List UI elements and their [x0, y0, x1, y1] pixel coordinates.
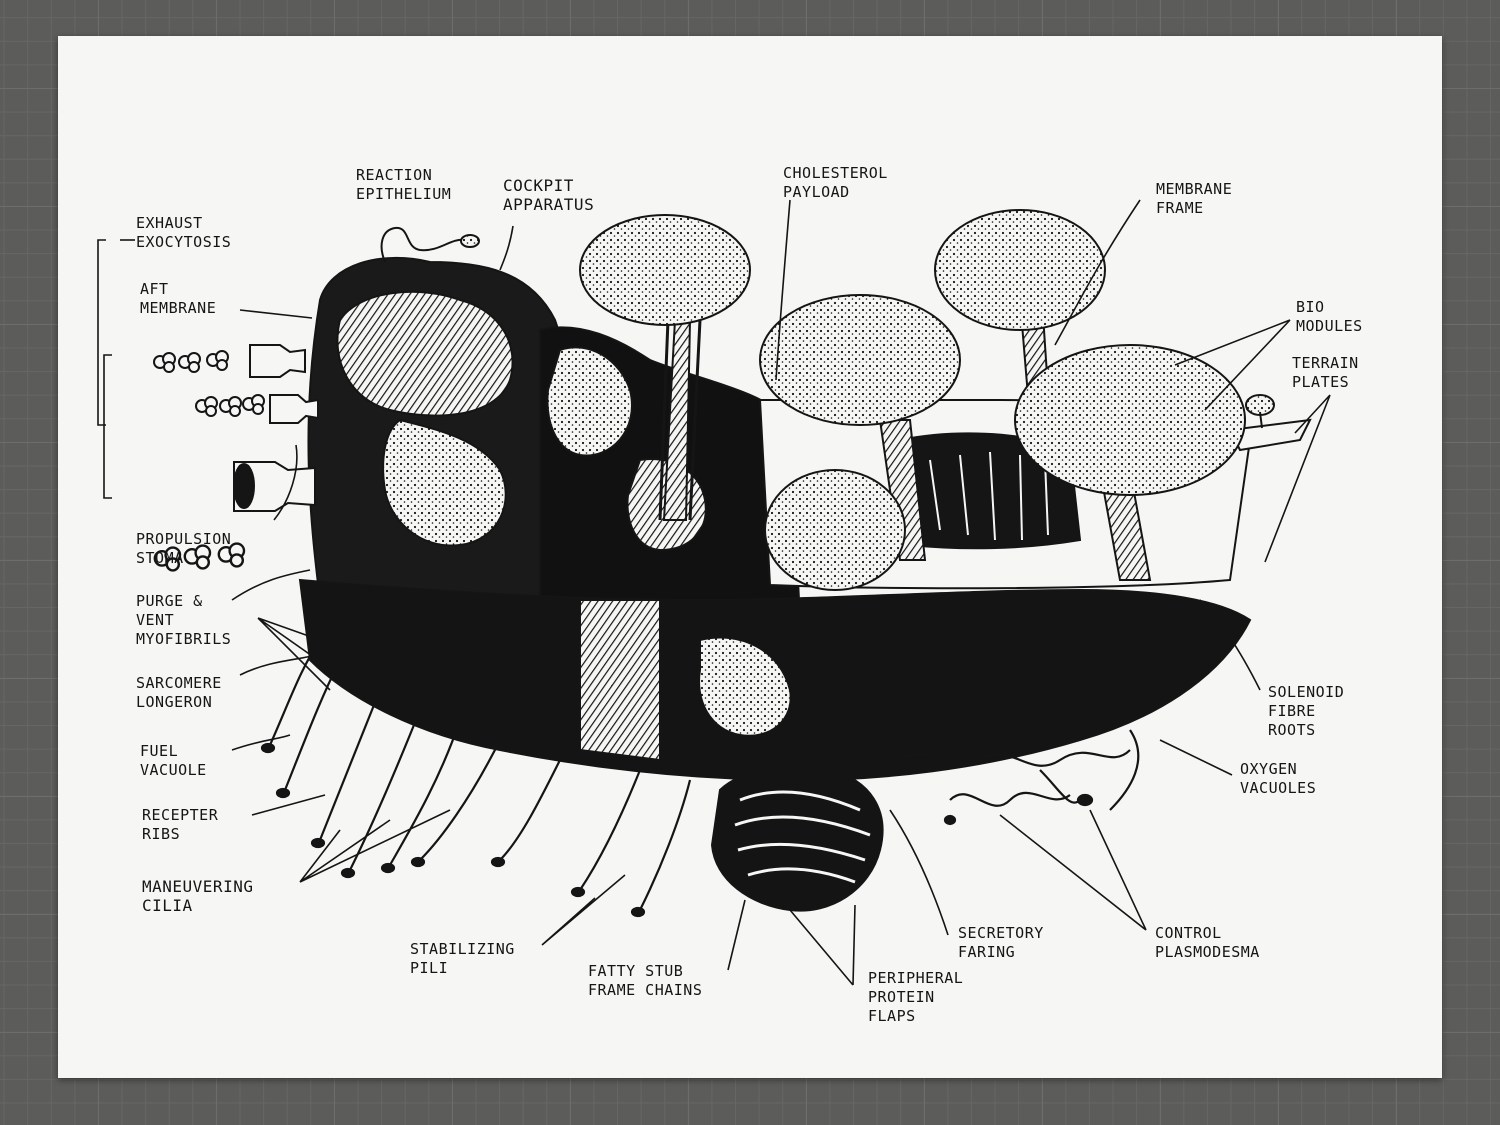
label-bio-modules: BIO MODULES — [1296, 298, 1363, 336]
label-line: BIO — [1296, 298, 1325, 316]
label-line: MYOFIBRILS — [136, 630, 232, 648]
label-purge-vent-myofibrils: PURGE & VENT MYOFIBRILS — [136, 592, 231, 649]
label-stabilizing-pili: STABILIZING PILI — [410, 940, 515, 978]
label-line: TERRAIN — [1292, 354, 1359, 372]
label-line: REACTION — [356, 166, 433, 184]
label-line: RIBS — [142, 825, 181, 843]
label-exhaust-exocytosis: EXHAUST EXOCYTOSIS — [136, 214, 231, 252]
label-line: FRAME CHAINS — [588, 981, 703, 999]
label-line: MEMBRANE — [140, 299, 217, 317]
label-line: SARCOMERE — [136, 674, 222, 692]
label-membrane-frame: MEMBRANE FRAME — [1156, 180, 1232, 218]
label-maneuvering-cilia: MANEUVERING CILIA — [142, 877, 253, 915]
label-recepter-ribs: RECEPTER RIBS — [142, 806, 218, 844]
label-line: FLAPS — [868, 1007, 916, 1025]
label-solenoid-fibre-roots: SOLENOID FIBRE ROOTS — [1268, 683, 1344, 740]
label-peripheral-protein-flaps: PERIPHERAL PROTEIN FLAPS — [868, 969, 963, 1026]
label-line: AFT — [140, 280, 169, 298]
label-line: PLASMODESMA — [1155, 943, 1260, 961]
label-control-plasmodesma: CONTROL PLASMODESMA — [1155, 924, 1260, 962]
organism-body — [298, 256, 1252, 912]
leader-lines — [97, 199, 1331, 986]
label-line: PLATES — [1292, 373, 1350, 391]
label-line: APPARATUS — [503, 195, 595, 214]
label-line: PAYLOAD — [783, 183, 850, 201]
label-line: VACUOLES — [1240, 779, 1317, 797]
label-line: CONTROL — [1155, 924, 1222, 942]
label-line: MANEUVERING — [142, 877, 254, 896]
label-oxygen-vacuoles: OXYGEN VACUOLES — [1240, 760, 1316, 798]
label-line: FUEL — [140, 742, 179, 760]
label-propulsion-stoma: PROPULSION STOMA — [136, 530, 231, 568]
label-line: SECRETORY — [958, 924, 1044, 942]
label-fuel-vacuole: FUEL VACUOLE — [140, 742, 207, 780]
label-line: CILIA — [142, 896, 193, 915]
label-line: LONGERON — [136, 693, 213, 711]
label-cholesterol-payload: CHOLESTEROL PAYLOAD — [783, 164, 888, 202]
label-line: CHOLESTEROL — [783, 164, 888, 182]
maneuvering-cilia — [260, 639, 692, 918]
label-line: STOMA — [136, 549, 184, 567]
label-line: OXYGEN — [1240, 760, 1298, 778]
label-line: STABILIZING — [410, 940, 515, 958]
plasmodesma-vines — [899, 729, 1140, 826]
label-line: FIBRE — [1268, 702, 1316, 720]
label-line: FARING — [958, 943, 1016, 961]
label-line: COCKPIT — [503, 176, 574, 195]
label-line: PILI — [410, 959, 449, 977]
label-line: PURGE & — [136, 592, 203, 610]
label-sarcomere-longeron: SARCOMERE LONGERON — [136, 674, 222, 712]
label-line: VACUOLE — [140, 761, 207, 779]
label-line: RECEPTER — [142, 806, 219, 824]
label-line: EXOCYTOSIS — [136, 233, 232, 251]
label-line: EPITHELIUM — [356, 185, 452, 203]
label-line: FATTY STUB — [588, 962, 684, 980]
reaction-epithelium-squiggle — [380, 226, 480, 263]
label-line: PROTEIN — [868, 988, 935, 1006]
label-reaction-epithelium: REACTION EPITHELIUM — [356, 166, 451, 204]
label-line: MEMBRANE — [1156, 180, 1233, 198]
label-terrain-plates: TERRAIN PLATES — [1292, 354, 1359, 392]
label-line: VENT — [136, 611, 175, 629]
label-cockpit-apparatus: COCKPIT APPARATUS — [503, 176, 594, 214]
label-fatty-stub-frame-chains: FATTY STUB FRAME CHAINS — [588, 962, 702, 1000]
label-line: PERIPHERAL — [868, 969, 964, 987]
label-line: EXHAUST — [136, 214, 203, 232]
label-line: FRAME — [1156, 199, 1204, 217]
label-aft-membrane: AFT MEMBRANE — [140, 280, 216, 318]
label-line: ROOTS — [1268, 721, 1316, 739]
tree-canopies — [579, 209, 1275, 591]
label-secretory-faring: SECRETORY FARING — [958, 924, 1044, 962]
label-line: MODULES — [1296, 317, 1363, 335]
label-line: SOLENOID — [1268, 683, 1345, 701]
label-line: PROPULSION — [136, 530, 232, 548]
